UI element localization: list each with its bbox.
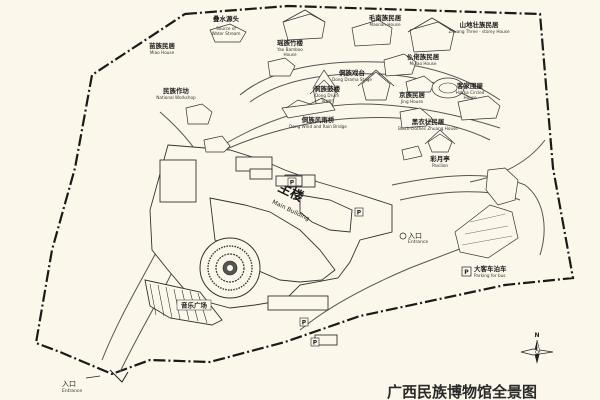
entrance-main[interactable]: 入口 Entrance xyxy=(62,369,129,394)
svg-text:大客车泊车: 大客车泊车 xyxy=(474,264,507,273)
svg-text:Tower: Tower xyxy=(320,98,333,103)
svg-text:Dong Drama Stage: Dong Drama Stage xyxy=(332,77,372,82)
svg-text:Entrance: Entrance xyxy=(408,239,428,245)
svg-text:Water Stream: Water Stream xyxy=(212,31,241,36)
svg-text:Dong Wind and Rain Bridge: Dong Wind and Rain Bridge xyxy=(289,124,347,129)
svg-text:瑶族竹楼: 瑶族竹楼 xyxy=(277,38,304,47)
svg-text:Dong Drum: Dong Drum xyxy=(315,93,339,98)
svg-text:客家围屋: 客家围屋 xyxy=(456,81,484,90)
svg-text:N: N xyxy=(534,332,539,339)
parking-bus[interactable]: P 大客车泊车 Parking for bus xyxy=(461,264,507,278)
landmark-dong-drama-stage[interactable]: 侗族戏台 Dong Drama Stage xyxy=(332,68,372,82)
map-title: 广西民族博物馆全景图 xyxy=(387,383,537,400)
parking-lots: P P P P xyxy=(249,168,364,347)
compass-icon: N xyxy=(520,332,554,364)
svg-text:民族作坊: 民族作坊 xyxy=(163,86,190,95)
svg-text:叠水源头: 叠水源头 xyxy=(213,14,240,23)
svg-text:P: P xyxy=(313,340,318,347)
music-square[interactable]: 音乐广场 xyxy=(144,279,223,326)
svg-text:Jing House: Jing House xyxy=(400,99,424,104)
bronze-drum-plaza xyxy=(199,237,261,299)
svg-text:黑衣壮民居: 黑衣壮民居 xyxy=(412,117,445,126)
landmark-hakka-circled[interactable]: 客家围屋 Hakka Circled House xyxy=(456,81,485,100)
svg-text:Black-clothes Zhuang House: Black-clothes Zhuang House xyxy=(398,126,458,131)
svg-text:P: P xyxy=(302,320,307,327)
svg-text:House: House xyxy=(463,95,477,100)
landmark-black-zhuang[interactable]: 黑衣壮民居 Black-clothes Zhuang House xyxy=(398,117,458,131)
svg-text:毛南族民居: 毛南族民居 xyxy=(369,13,402,22)
svg-text:Miao House: Miao House xyxy=(150,50,175,55)
svg-text:Yao Bamboo: Yao Bamboo xyxy=(276,47,303,52)
svg-text:National Workshop: National Workshop xyxy=(156,95,196,100)
svg-text:侗族风雨桥: 侗族风雨桥 xyxy=(301,115,335,124)
svg-text:P: P xyxy=(290,180,295,187)
entrance-small[interactable]: 入口 Entrance xyxy=(399,232,428,245)
landmark-miao-house[interactable]: 苗族民居 Miao House xyxy=(149,41,176,55)
svg-text:P: P xyxy=(464,269,469,276)
svg-text:Source of: Source of xyxy=(216,26,236,31)
svg-text:仫佬族民居: 仫佬族民居 xyxy=(407,52,440,61)
landmark-pavilion[interactable]: 彩月亭 Pavilion xyxy=(429,154,450,168)
svg-text:Zhuang Three - storey House: Zhuang Three - storey House xyxy=(448,29,510,34)
svg-text:侗族戏台: 侗族戏台 xyxy=(338,68,366,77)
landmark-yao-bamboo[interactable]: 瑶族竹楼 Yao Bamboo House xyxy=(276,38,303,57)
svg-text:侗族鼓楼: 侗族鼓楼 xyxy=(313,84,341,93)
apartment-block xyxy=(454,167,519,259)
svg-text:Pavilion: Pavilion xyxy=(432,163,448,168)
landmark-dong-bridge[interactable]: 侗族风雨桥 Dong Wind and Rain Bridge xyxy=(289,115,347,129)
svg-text:京族民居: 京族民居 xyxy=(399,90,426,99)
landmark-zhuang-three-storey[interactable]: 山地壮族民居 Zhuang Three - storey House xyxy=(448,20,510,34)
svg-text:House: House xyxy=(283,52,297,57)
landmark-water-stream[interactable]: 叠水源头 Source of Water Stream xyxy=(212,14,241,36)
landmark-icons xyxy=(185,9,501,161)
svg-text:P: P xyxy=(357,210,362,217)
svg-text:彩月亭: 彩月亭 xyxy=(429,154,450,163)
svg-text:Maonan House: Maonan House xyxy=(369,22,400,27)
landmark-national-workshop[interactable]: 民族作坊 National Workshop xyxy=(156,86,196,100)
svg-text:Parking for bus: Parking for bus xyxy=(474,273,505,278)
site-boundary xyxy=(34,4,575,376)
svg-text:入口: 入口 xyxy=(62,380,76,388)
landmark-mulao-house[interactable]: 仫佬族民居 Mulao House xyxy=(407,52,440,66)
music-square-label: 音乐广场 xyxy=(181,301,208,310)
svg-text:入口: 入口 xyxy=(408,232,422,240)
landmark-maonan-house[interactable]: 毛南族民居 Maonan House xyxy=(369,13,402,27)
svg-text:苗族民居: 苗族民居 xyxy=(149,41,176,50)
svg-text:Hakka Circled: Hakka Circled xyxy=(456,90,485,95)
landmark-jing-house[interactable]: 京族民居 Jing House xyxy=(399,90,426,104)
svg-text:山地壮族民居: 山地壮族民居 xyxy=(460,20,500,29)
landmark-dong-drum-tower[interactable]: 侗族鼓楼 Dong Drum Tower xyxy=(313,84,341,103)
svg-text:Entrance: Entrance xyxy=(62,388,82,394)
svg-text:Mulao House: Mulao House xyxy=(409,61,436,66)
